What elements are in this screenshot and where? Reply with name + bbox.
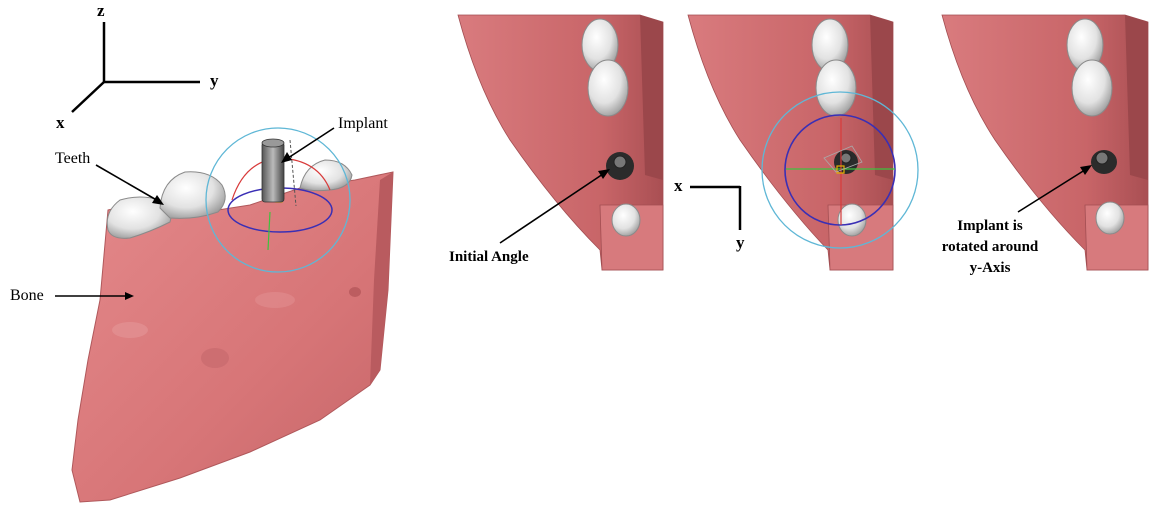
y-axis-2d-label: y — [736, 234, 745, 252]
teeth-label: Teeth — [55, 150, 90, 168]
z-axis-label: z — [97, 2, 105, 20]
rotated-label-line3: y-Axis — [930, 259, 1050, 277]
jaw-panel-initial — [458, 15, 663, 270]
rotated-label-line1: Implant is — [930, 217, 1050, 235]
axis-triad-3d — [72, 22, 200, 112]
bone-label: Bone — [10, 287, 44, 305]
implant-label: Implant — [338, 115, 388, 133]
jaw-panel-rotating — [688, 15, 893, 270]
x-axis-2d-label: x — [674, 177, 683, 195]
y-axis-label: y — [210, 72, 219, 90]
implant-arrow — [281, 128, 334, 163]
rotated-label-line2: rotated around — [930, 238, 1050, 256]
initial-angle-label: Initial Angle — [449, 248, 529, 266]
axis-triad-2d — [690, 186, 740, 230]
x-axis-label: x — [56, 114, 65, 132]
